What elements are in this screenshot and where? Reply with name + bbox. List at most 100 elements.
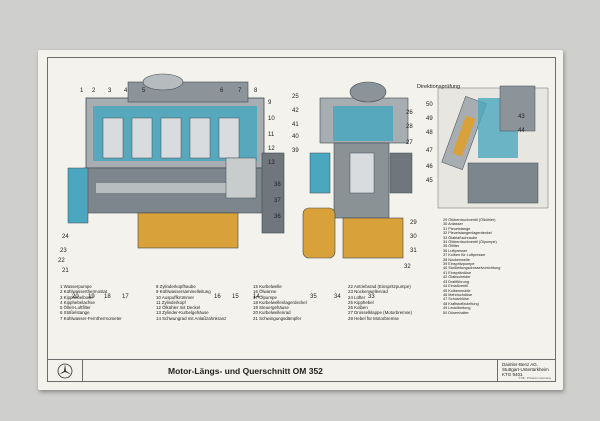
callout: 49 (426, 116, 433, 122)
callout: 18 (104, 294, 111, 300)
legend-item: 48 Kraftstoffzuleitung (443, 301, 479, 306)
legend-item: 14 Schwungrad mit Anlaßzahnkranz (156, 315, 227, 321)
legend-item: 25 Kipphebel (348, 299, 374, 305)
callout: 15 (232, 294, 239, 300)
callout: 5 (142, 88, 146, 94)
legend-item: 28 Hebel für Motorbremse (348, 315, 400, 321)
legend-item: 47 Schutzhülse (443, 297, 469, 302)
legend-item: 10 Auspuffkrümmer (156, 294, 194, 300)
legend-item: 17 Ölpumpe (253, 294, 277, 300)
poster-title: Motor-Längs- und Querschnitt OM 352 (168, 366, 323, 376)
legend-item: 6 Stößelstange (60, 310, 90, 316)
callout: 9 (268, 100, 272, 106)
legend-item: 27 Drosselklappe (Motorbremse) (348, 310, 412, 316)
injector-detail (437, 85, 549, 209)
callout: 13 (268, 160, 275, 166)
legend-item: 11 Zylinderkopf (156, 299, 186, 305)
legend-item: 31 Pleuelstange (443, 226, 471, 231)
legend-item: 38 Nockenwelle (443, 257, 470, 262)
diagram-label: Direktionsprüfung (417, 84, 461, 90)
legend-item: 26 Kolben (348, 305, 368, 311)
callout: 24 (62, 234, 69, 240)
callout: 50 (426, 102, 433, 108)
legend-item: 29 Ölüberdruckventil (Ölkühler) (443, 218, 496, 222)
legend-item: 16 Ölwanne (253, 289, 277, 295)
callout: 36 (274, 214, 281, 220)
legend-item: 1 Wasserpumpe (60, 284, 92, 289)
callout: 3 (108, 88, 112, 94)
legend-item: 7 Kühlwasser-Fernthermometer (60, 315, 122, 321)
callout: 31 (410, 248, 417, 254)
callout: 33 (368, 294, 375, 300)
callout: 6 (220, 88, 224, 94)
legend-item: 2 Kühlwasserthermostat (60, 289, 108, 295)
callout: 11 (268, 132, 275, 138)
callout: 45 (426, 178, 433, 184)
legend-right: 29 Ölüberdruckventil (Ölkühler)30 Anlass… (443, 218, 555, 315)
legend-item: 43 Drallführung (443, 279, 469, 284)
document-code: KTG 9401 (502, 372, 523, 377)
mercedes-star-icon (57, 363, 73, 379)
callout: 34 (334, 294, 341, 300)
legend-item: 36 Luftpresser (443, 248, 468, 253)
callout: 37 (274, 198, 281, 204)
callout: 1 (80, 88, 84, 94)
legend-item: 18 Kurbelwellenlagerdeckel (253, 299, 307, 305)
legend-column: 22 Antriebsrad (Einspritzpumpe)23 Nocken… (348, 284, 412, 321)
legend-item: 45 Kolbenmulde (443, 288, 471, 293)
callout: 47 (426, 148, 433, 154)
callout: 29 (410, 220, 417, 226)
engine-illustration (67, 73, 549, 259)
legend-item: 42 Ölabscheider (443, 275, 471, 280)
legend-item: 34 Ölüberdruckventil (Ölpumpe) (443, 240, 497, 245)
footer: Motor-Längs- und Querschnitt OM 352 Daim… (48, 359, 555, 382)
legend-item: 4 Kipphebelachse (60, 299, 95, 305)
callout: 23 (60, 248, 67, 254)
callout: 38 (274, 182, 281, 188)
legend-item: 41 Einspritzdüse (443, 270, 472, 275)
callout: 12 (268, 146, 275, 152)
legend-item: 37 Kolben für Luftpresser (443, 253, 486, 258)
legend-item: 35 Ölfilter (443, 244, 460, 249)
legend-item: 22 Antriebsrad (Einspritzpumpe) (348, 284, 411, 289)
callout: 40 (292, 134, 299, 140)
legend-item: 49 Leckölleitung (443, 306, 471, 311)
callout: 25 (292, 94, 299, 100)
legend-item: 12 Ölkühler mit Deckel (156, 305, 201, 311)
company-city: Stuttgart-Untertürkheim (502, 367, 549, 372)
legend-item: 50 Düsenhalter (443, 310, 469, 315)
legend-item: 32 Pleuelstangenlagerdeckel (443, 231, 492, 236)
callout: 8 (254, 88, 258, 94)
legend-item: 46 Mehrlochdüse (443, 292, 473, 297)
longitudinal-section (67, 73, 285, 249)
company-name: Daimler-Benz AG. (502, 362, 539, 367)
logo-box (48, 360, 83, 382)
callout: 28 (406, 124, 413, 130)
legend-item: 13 Zylinder-Kurbelgehäuse (156, 310, 209, 316)
legend-item: 24 Lüfter (348, 294, 366, 300)
callout: 17 (122, 294, 129, 300)
callout: 20 (72, 294, 79, 300)
callout: 14 (253, 294, 260, 300)
legend-item: 44 Einlaßventil (443, 284, 468, 289)
cross-section (302, 81, 413, 259)
legend-item: 21 Schwingungsdämpfer (253, 315, 302, 321)
legend-item: 9 Kühlwassersammelleitung (156, 289, 211, 295)
callout: 41 (292, 122, 299, 128)
callout: 26 (406, 110, 413, 116)
legend-item: 40 Stoßleitungsdrosselvorrichtung (443, 266, 501, 271)
legend-item: 5 Ölleit-Luftfilter (60, 305, 91, 311)
poster-sheet: Direktionsprüfung 1 2 3 4 5 6 7 8 23 24 … (38, 50, 563, 390)
legend-item: 23 Nockenwellenrad (348, 289, 388, 295)
callout: 27 (406, 140, 413, 146)
callout: 19 (88, 294, 95, 300)
callout: 32 (404, 264, 411, 270)
copyright: © 68 · Printed in Germany (518, 376, 551, 380)
callout: 43 (518, 114, 525, 120)
callout: 42 (292, 108, 299, 114)
callout: 46 (426, 164, 433, 170)
callout: 4 (124, 88, 128, 94)
